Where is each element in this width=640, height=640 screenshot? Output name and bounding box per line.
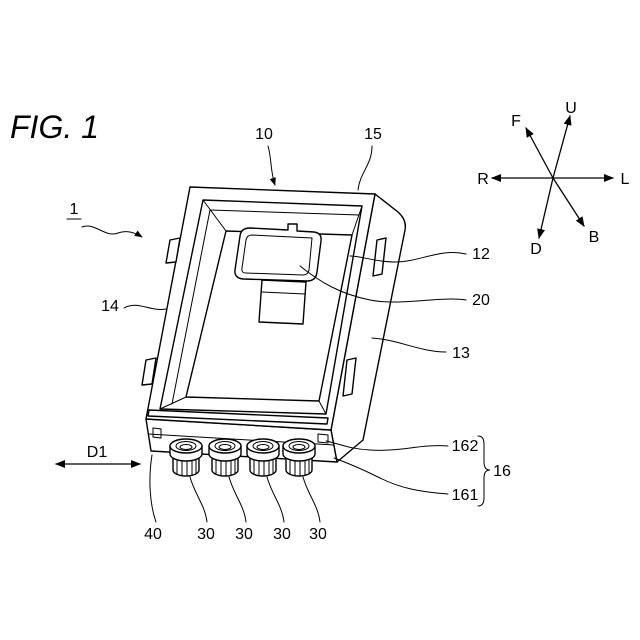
ref-162-label: 162 [452, 438, 479, 455]
figure-label: FIG. 1 [10, 109, 99, 145]
direction-compass: U F R L D B [477, 100, 629, 258]
leader-30 [267, 477, 284, 522]
compass-arrow-f [526, 128, 553, 178]
compass-arrow-d [539, 178, 553, 238]
compass-label-f: F [511, 113, 521, 130]
leader-30 [190, 477, 207, 522]
ref-12-label: 12 [472, 246, 490, 263]
ref-10-label: 10 [255, 126, 273, 143]
compass-label-u: U [565, 100, 577, 117]
ref-14-label: 14 [101, 298, 119, 315]
leader-40 [150, 455, 156, 522]
ref-30-label: 30 [273, 526, 291, 543]
cable-gland [209, 439, 241, 476]
ref-161-label: 161 [452, 487, 479, 504]
enclosure [142, 187, 405, 476]
compass-arrow-u [553, 116, 570, 178]
bracket-leg [259, 280, 306, 324]
compass-label-r: R [477, 171, 489, 188]
leader-30 [229, 477, 246, 522]
cable-gland [283, 439, 315, 476]
ref-30-label: 30 [197, 526, 215, 543]
cable-gland [170, 439, 202, 476]
leader-1 [82, 226, 142, 237]
ref-16-label: 16 [493, 463, 511, 480]
compass-label-d: D [530, 241, 542, 258]
leader-161 [334, 458, 448, 494]
ref-15-label: 15 [364, 126, 382, 143]
leader-15 [358, 146, 372, 190]
compass-arrow-b [553, 178, 584, 226]
ref-20-label: 20 [472, 292, 490, 309]
leader-14 [124, 305, 166, 309]
ref-40-label: 40 [144, 526, 162, 543]
leader-10 [268, 146, 275, 185]
ref-30-label: 30 [235, 526, 253, 543]
ref-30-label: 30 [309, 526, 327, 543]
ref-13-label: 13 [452, 345, 470, 362]
cable-gland [247, 439, 279, 476]
compass-label-l: L [621, 171, 630, 188]
leader-30 [303, 477, 320, 522]
direction-d1-label: D1 [87, 444, 108, 461]
ref-1-label: 1 [70, 201, 79, 218]
compass-label-b: B [589, 229, 600, 246]
brace-16 [478, 436, 490, 506]
